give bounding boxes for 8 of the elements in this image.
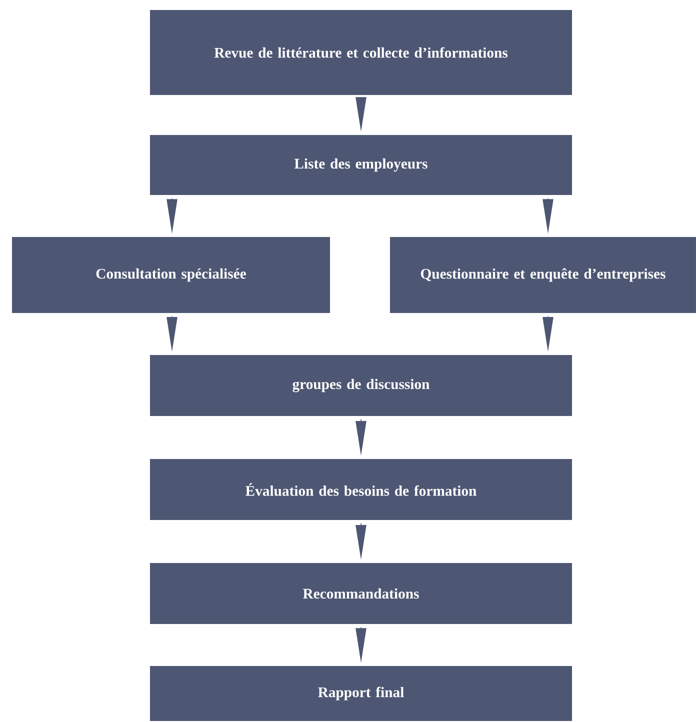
process-box: Rapport final [150, 666, 572, 721]
process-box: Liste des employeurs [150, 135, 572, 195]
process-box: Revue de littérature et collecte d’informations [150, 10, 572, 96]
process-box: Consultation spécialisée [12, 237, 330, 313]
process-box: Évaluation des besoins de formation [150, 458, 572, 520]
process-box: groupes de discussion [150, 354, 572, 416]
process-box: Recommandations [150, 562, 572, 624]
process-box: Questionnaire et enquête d’entreprises [390, 237, 696, 313]
